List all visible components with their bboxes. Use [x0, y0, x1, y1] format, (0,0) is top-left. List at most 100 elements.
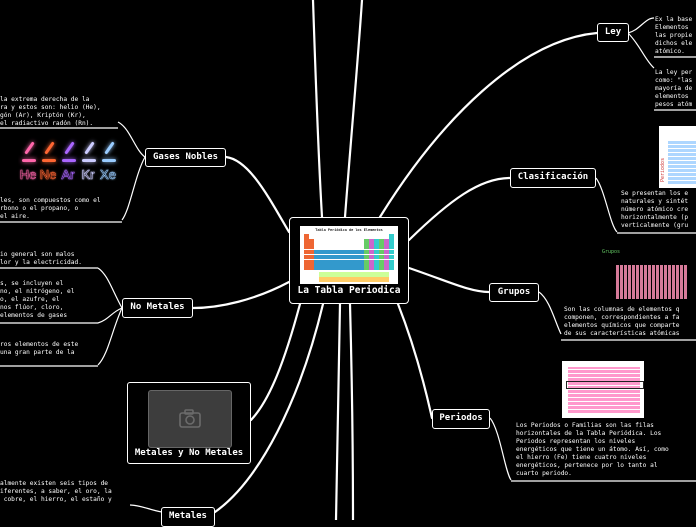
element-cell — [324, 254, 329, 260]
leaf-nometales-3 — [97, 307, 123, 366]
gas-glow — [82, 159, 96, 162]
element-cell — [344, 277, 349, 282]
branch-gases — [224, 155, 291, 234]
topic-grupos[interactable]: Grupos — [489, 283, 539, 302]
element-cell — [369, 272, 374, 277]
element-cell — [364, 260, 369, 265]
element-cell — [304, 265, 309, 270]
element-cell — [374, 260, 379, 265]
element-cell — [384, 249, 389, 255]
leaf-ley-1 — [627, 17, 655, 34]
element-cell — [364, 277, 369, 282]
element-cell — [354, 265, 359, 270]
gas-glow — [62, 159, 76, 162]
element-cell — [369, 277, 374, 282]
gas-tube — [104, 141, 115, 155]
grupos-image-label: Grupos — [602, 249, 621, 255]
element-cell — [354, 260, 359, 265]
gas-tube — [64, 141, 75, 155]
element-cell — [304, 249, 309, 255]
topic-no-metales[interactable]: No Metales — [122, 298, 193, 318]
gas-tube — [44, 141, 55, 155]
branch-clasificacion — [407, 176, 512, 242]
note-gases-2: les, son compuestos como el rbono o el p… — [0, 197, 101, 220]
element-cell — [374, 254, 379, 260]
element-cell — [384, 272, 389, 277]
branch-top-1 — [311, 0, 324, 219]
element-cell — [339, 277, 344, 282]
element-cell — [324, 272, 329, 277]
topic-periodos[interactable]: Periodos — [432, 409, 490, 429]
element-cell — [309, 260, 314, 265]
element-cell — [329, 265, 334, 270]
element-cell — [344, 254, 349, 260]
element-cell — [309, 239, 314, 244]
gas-glow — [22, 159, 36, 162]
topic-metales[interactable]: Metales — [161, 507, 215, 527]
element-cell — [354, 272, 359, 277]
element-cell — [314, 254, 319, 260]
periodic-table-grid — [304, 234, 394, 282]
note-nometales-2: s, se incluyen el no, el nitrógeno, el o… — [0, 280, 75, 319]
branch-ley — [378, 31, 599, 219]
element-cell — [359, 260, 364, 265]
central-topic[interactable]: Tabla Periódica de los Elementos La Tabl… — [289, 217, 409, 304]
element-cell — [379, 239, 384, 244]
gas-tube — [24, 141, 35, 155]
clasificacion-image: Periodos — [659, 126, 696, 188]
grupos-image-grid — [616, 265, 688, 299]
element-cell — [314, 260, 319, 265]
periodos-image-grid — [568, 367, 640, 413]
element-cell — [389, 260, 394, 265]
note-grupos: Son las columnas de elementos q componen… — [564, 306, 680, 337]
periodos-image-highlight — [566, 381, 644, 389]
element-cell — [364, 239, 369, 244]
topic-metales-y-no-metales[interactable]: Metales y No Metales — [127, 382, 251, 464]
element-cell — [304, 244, 309, 249]
topic-ley[interactable]: Ley — [597, 23, 629, 42]
element-cell — [314, 249, 319, 255]
element-cell — [354, 254, 359, 260]
element-cell — [364, 249, 369, 255]
element-cell — [374, 277, 379, 282]
element-cell — [379, 244, 384, 249]
topic-clasificacion[interactable]: Clasificación — [510, 168, 596, 188]
element-cell — [379, 265, 384, 270]
gas-glow — [102, 159, 116, 162]
gas-tube — [84, 141, 95, 155]
element-cell — [379, 249, 384, 255]
element-cell — [349, 260, 354, 265]
leaf-metales — [129, 504, 163, 513]
element-cell — [304, 254, 309, 260]
element-cell — [309, 254, 314, 260]
element-cell — [359, 249, 364, 255]
element-cell — [334, 260, 339, 265]
gas-symbol: Ar — [61, 167, 75, 183]
element-cell — [384, 260, 389, 265]
element-cell — [319, 254, 324, 260]
gas-glow — [42, 159, 56, 162]
element-cell — [369, 244, 374, 249]
element-cell — [379, 272, 384, 277]
element-cell — [349, 277, 354, 282]
element-cell — [349, 272, 354, 277]
element-cell — [349, 265, 354, 270]
topic-metales-label: Metales — [169, 511, 207, 521]
topic-periodos-label: Periodos — [439, 413, 483, 423]
element-cell — [389, 234, 394, 239]
element-cell — [379, 260, 384, 265]
element-cell — [344, 249, 349, 255]
branch-bottom-1 — [334, 302, 342, 520]
topic-gases-nobles[interactable]: Gases Nobles — [145, 148, 226, 167]
element-cell — [349, 249, 354, 255]
note-ley-1: Ex la base Elementos las propie dichos e… — [655, 16, 693, 55]
topic-ley-label: Ley — [604, 27, 622, 37]
element-cell — [324, 260, 329, 265]
element-cell — [384, 277, 389, 282]
element-cell — [364, 272, 369, 277]
element-cell — [364, 244, 369, 249]
element-cell — [329, 249, 334, 255]
note-nometales-3: ros elementos de este una gran parte de … — [0, 341, 79, 356]
element-cell — [344, 272, 349, 277]
